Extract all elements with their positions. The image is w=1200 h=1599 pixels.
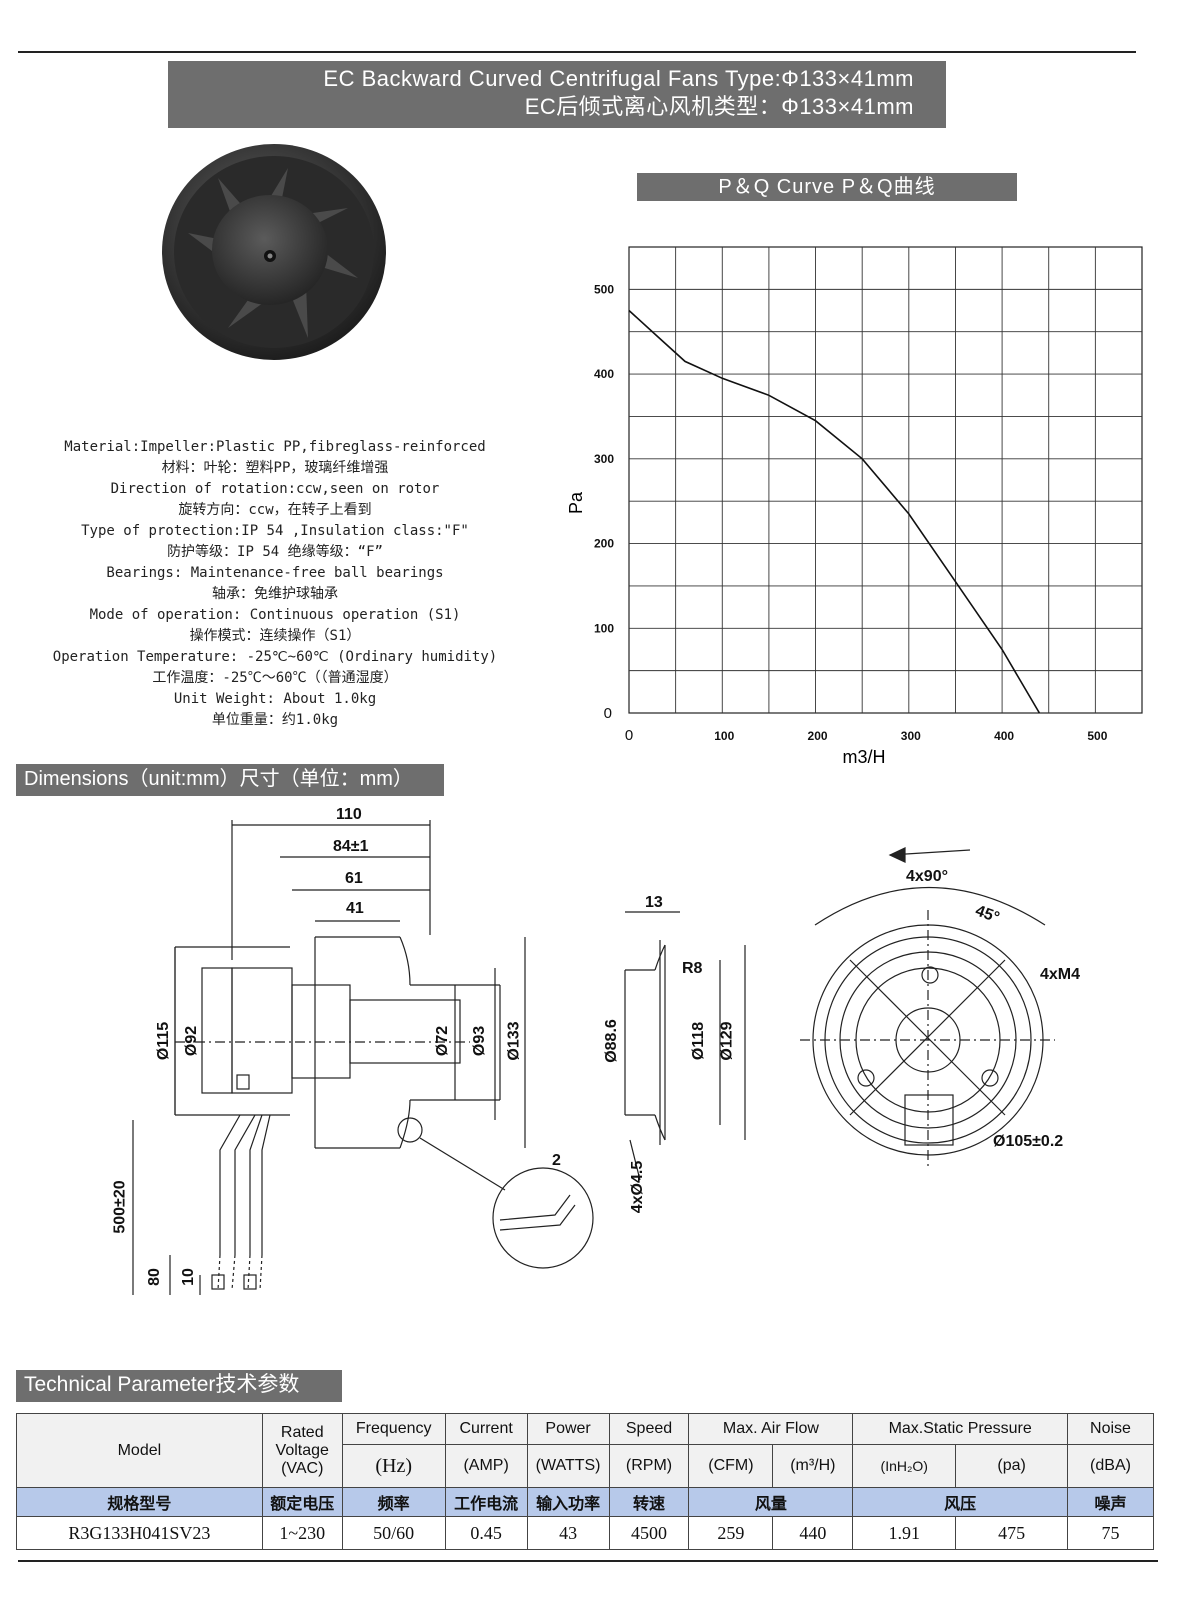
title-banner: EC Backward Curved Centrifugal Fans Type… [168,61,946,128]
unit-watts: (WATTS) [526,1444,610,1488]
x-tick-label: 200 [808,729,828,743]
th-voltage: Rated Voltage (VAC) [261,1413,343,1488]
dimensions-heading: Dimensions（unit:mm）尺寸（单位：mm） [16,764,444,796]
unit-inh2o: (InH₂O) [852,1444,957,1488]
th-airflow: Max. Air Flow [688,1413,854,1445]
y-tick-label: 300 [594,452,614,466]
unit-hz: (Hz) [341,1444,446,1488]
cn-airflow: 风量 [688,1487,854,1517]
y-tick-label: 500 [594,282,614,296]
pq-curve-banner: P＆Q Curve P＆Q曲线 [637,173,1017,201]
cell-frequency: 50/60 [341,1516,446,1550]
cn-pressure: 风压 [852,1487,1069,1517]
th-pressure: Max.Static Pressure [852,1413,1069,1445]
side-view [132,820,594,1295]
cell-voltage: 1~230 [261,1516,343,1550]
spec-line: Bearings: Maintenance-free ball bearings [106,565,444,581]
x-tick-labels: 0 100 200 300 400 500 [625,727,1108,744]
y-tick-label: 100 [594,621,614,635]
spec-line: 材料：叶轮：塑料PP，玻璃纤维增强 [161,460,389,476]
x-tick-label: 300 [901,729,921,743]
spec-line: Direction of rotation:ccw,seen on rotor [110,481,440,497]
spec-line: Mode of operation: Continuous operation … [89,607,461,623]
header-row: Model Rated Voltage (VAC) Frequency Curr… [16,1413,1154,1488]
spec-line: 旋转方向：ccw，在转子上看到 [178,502,372,518]
title-cn: EC后倾式离心风机类型：Φ133×41mm [524,94,914,119]
x-tick-label: 100 [714,729,734,743]
spec-line: Material:Impeller:Plastic PP,fibreglass-… [64,439,486,455]
dimension-drawing [132,820,1055,1295]
cn-header-row: 规格型号 额定电压 频率 工作电流 输入功率 转速 风量 风压 噪声 [16,1487,1154,1517]
fan-photo [162,144,386,360]
cn-current: 工作电流 [444,1487,528,1517]
pq-chart: 0 100 200 300 400 500 0 100 200 300 400 500 Pa m3/… [566,246,1143,767]
th-model: Model [16,1413,263,1488]
spec-line: 工作温度：-25℃～60℃（（普通湿度） [152,670,398,686]
table-row: R3G133H041SV23 1~230 50/60 0.45 43 4500 … [16,1516,1154,1550]
tech-table: Model Rated Voltage (VAC) Frequency Curr… [16,1413,1154,1550]
front-view [800,847,1055,1170]
x-tick-label: 0 [625,727,633,744]
unit-m3h: (m³/H) [772,1444,854,1488]
specs-list: Material:Impeller:Plastic PP,fibreglass-… [30,437,520,731]
cn-frequency: 频率 [341,1487,446,1517]
cell-model: R3G133H041SV23 [16,1516,263,1550]
spec-line: 单位重量：约1.0kg [211,712,339,728]
y-axis-label: Pa [566,491,586,514]
cn-noise: 噪声 [1067,1487,1154,1517]
cell-power: 43 [526,1516,610,1550]
cell-dba: 75 [1067,1516,1154,1550]
unit-amp: (AMP) [444,1444,528,1488]
spec-line: 轴承：免维护球轴承 [212,586,338,602]
unit-pa: (pa) [955,1444,1069,1488]
plot-frame [628,246,1143,714]
unit-row: (Hz) (AMP) (WATTS) (RPM) (CFM) (m³/H) (I… [17,1444,1154,1488]
spec-line: Unit Weight: About 1.0kg [173,691,377,707]
th-frequency: Frequency [341,1413,446,1445]
chart-grid [628,246,1143,714]
y-tick-label: 200 [594,537,614,551]
cell-current: 0.45 [444,1516,528,1550]
cell-inh2o: 1.91 [852,1516,957,1550]
y-tick-labels: 0 100 200 300 400 500 [594,282,614,722]
spec-line: 操作模式：连续操作（S1） [189,628,361,644]
cn-power: 输入功率 [526,1487,610,1517]
y-tick-label: 400 [594,367,614,381]
cn-model: 规格型号 [16,1487,263,1517]
tech-heading: Technical Parameter技术参数 [16,1370,342,1402]
section-view [624,911,746,1181]
cn-voltage: 额定电压 [261,1487,343,1517]
th-speed: Speed [608,1413,690,1445]
spec-line: Operation Temperature: -25℃~60℃ (Ordinar… [52,649,498,665]
title-en: EC Backward Curved Centrifugal Fans Type… [323,66,914,91]
cell-m3h: 440 [772,1516,854,1550]
th-noise: Noise [1067,1413,1154,1445]
th-power: Power [526,1413,610,1445]
th-current: Current [444,1413,528,1445]
cell-pa: 475 [955,1516,1069,1550]
spec-line: Type of protection:IP 54 ,Insulation cla… [81,523,469,539]
unit-cfm: (CFM) [688,1444,774,1488]
spec-line: 防护等级：IP 54 绝缘等级：“F” [167,544,383,560]
unit-rpm: (RPM) [608,1444,690,1488]
x-tick-label: 500 [1087,729,1107,743]
y-tick-label: 0 [604,705,612,722]
x-axis-label: m3/H [842,747,885,767]
pq-curve-line [628,309,1041,714]
unit-dba: (dBA) [1067,1444,1154,1488]
top-rule [18,51,1136,53]
cn-speed: 转速 [608,1487,690,1517]
cell-speed: 4500 [608,1516,690,1550]
cell-cfm: 259 [688,1516,774,1550]
bottom-rule [18,1560,1158,1562]
x-tick-label: 400 [994,729,1014,743]
